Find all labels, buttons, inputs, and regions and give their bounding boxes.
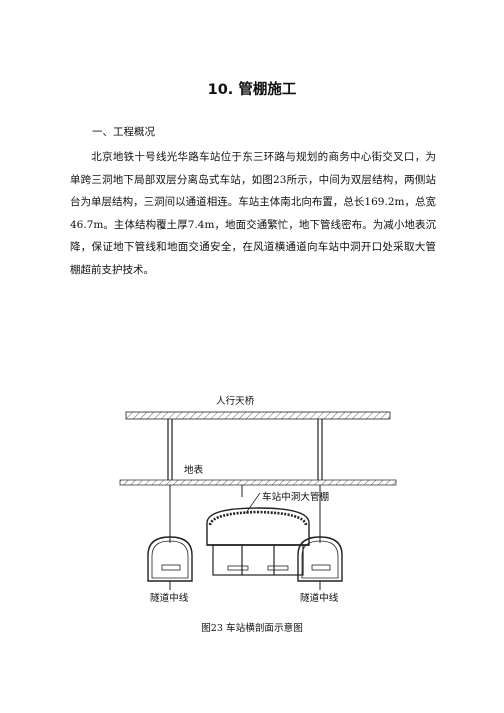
- track-bed: [267, 565, 289, 571]
- middle-cavern: [206, 507, 310, 546]
- body-paragraph: 北京地铁十号线光华路车站位于东三环路与规划的商务中心街交叉口，为单跨三洞地下局部…: [70, 146, 436, 282]
- right-platform: [311, 564, 331, 571]
- right-tunnel-inner: [301, 540, 339, 579]
- pipe-roof-leader: [245, 492, 261, 514]
- paragraph-text: 北京地铁十号线光华路车站位于东三环路与规划的商务中心街交叉口，为单跨三洞地下局部…: [70, 151, 436, 276]
- section-heading: 一、工程概况: [92, 126, 155, 138]
- ground-surface: [119, 479, 397, 486]
- left-tunnel-inner: [151, 540, 189, 579]
- bridge-label: 人行天桥: [216, 396, 255, 407]
- station-cross-section-figure: 人行天桥 地表 车站中洞大管棚 隧道中线 隧道中线: [110, 385, 406, 625]
- cross-section-drawing: [119, 411, 397, 590]
- left-tunnel-label: 隧道中线: [150, 593, 189, 604]
- bridge-deck: [125, 411, 391, 420]
- figure-caption: 图23 车站横剖面示意图: [201, 623, 303, 634]
- left-tunnel-outer: [147, 536, 193, 582]
- surface-label: 地表: [184, 465, 204, 476]
- page-title: 10. 管棚施工: [207, 82, 297, 98]
- right-tunnel-label: 隧道中线: [300, 593, 339, 604]
- left-platform: [161, 564, 181, 571]
- middle-lower-level: [212, 544, 304, 576]
- pipe-roof-label: 车站中洞大管棚: [262, 492, 330, 503]
- right-tunnel-outer: [297, 536, 343, 582]
- pipe-roof: [208, 510, 308, 526]
- track-bed: [227, 565, 249, 571]
